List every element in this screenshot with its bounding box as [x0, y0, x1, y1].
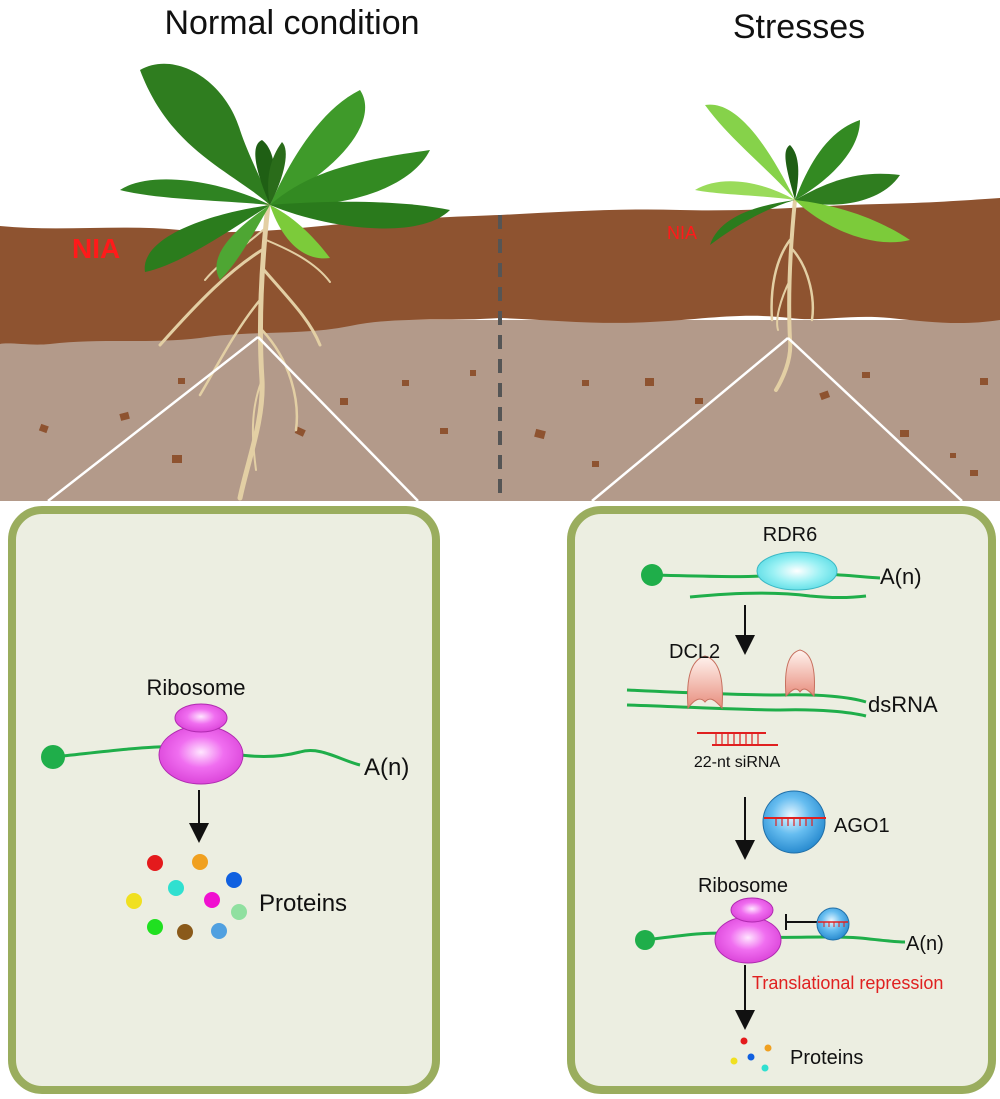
soil-scene — [0, 198, 1000, 501]
zoom-lines — [47, 336, 963, 502]
polya-top-label: A(n) — [880, 564, 922, 589]
dsrna-strand-bottom — [626, 703, 867, 718]
proteins-label-stress: Proteins — [790, 1047, 863, 1069]
sirna-duplex-icon — [697, 732, 778, 746]
nia-label-right: NIA — [667, 223, 697, 243]
cap-dot-icon — [41, 745, 65, 769]
sirna-label: 22-nt siRNA — [694, 754, 781, 771]
polya-bottom-label: A(n) — [906, 933, 944, 955]
translational-repression-label: Translational repression — [752, 973, 943, 993]
cap-dot-icon — [635, 930, 655, 950]
plant-normal — [120, 63, 450, 501]
dcl2-enzyme — [687, 649, 815, 710]
cap-dot-icon — [641, 564, 663, 586]
ago1-sirna-icon — [764, 817, 826, 826]
rdr6-label: RDR6 — [763, 524, 817, 546]
dsrna-label: dsRNA — [868, 692, 938, 717]
nia-label-left: NIA — [72, 233, 120, 264]
inhibition-bar-icon — [785, 914, 818, 930]
cell-panel-stress: RDR6 A(n) DCL2 dsRNA 22-nt siRNA AGO1 Ri… — [567, 506, 996, 1094]
title-normal-condition: Normal condition — [164, 4, 419, 42]
ribosome-label: Ribosome — [146, 675, 245, 700]
plant-stressed-roots — [770, 198, 815, 392]
rdr6-enzyme — [756, 551, 838, 591]
ribosome-large-subunit — [158, 725, 244, 785]
plant-stressed-leaves — [695, 104, 910, 245]
cell-panel-normal-border — [8, 506, 440, 1094]
topsoil-left — [0, 215, 500, 345]
polya-label: A(n) — [364, 754, 409, 781]
dcl2-label: DCL2 — [669, 641, 720, 663]
ago1-small-icon — [816, 907, 850, 941]
protein-dots-few — [730, 1037, 772, 1072]
protein-dots — [126, 854, 247, 940]
dsrna-strand-top — [626, 688, 867, 704]
ribosome-small-subunit — [174, 703, 228, 733]
ribosome-large-subunit-stress — [714, 916, 782, 964]
soil-pebbles — [38, 370, 988, 476]
translation-mrna-strand — [644, 931, 906, 944]
ago1-small-sirna-icon — [818, 921, 848, 927]
plant-normal-leaves — [120, 63, 450, 280]
ago1-label: AGO1 — [834, 815, 890, 837]
ribosome-small-subunit-stress — [730, 897, 774, 923]
proteins-label: Proteins — [259, 890, 347, 917]
rdr6-complement-strand — [689, 591, 867, 599]
plant-stressed — [695, 104, 910, 392]
title-stresses: Stresses — [733, 8, 865, 46]
cell-panel-normal: Ribosome A(n) Proteins — [8, 506, 440, 1094]
ribosome-label-stress: Ribosome — [698, 875, 788, 897]
